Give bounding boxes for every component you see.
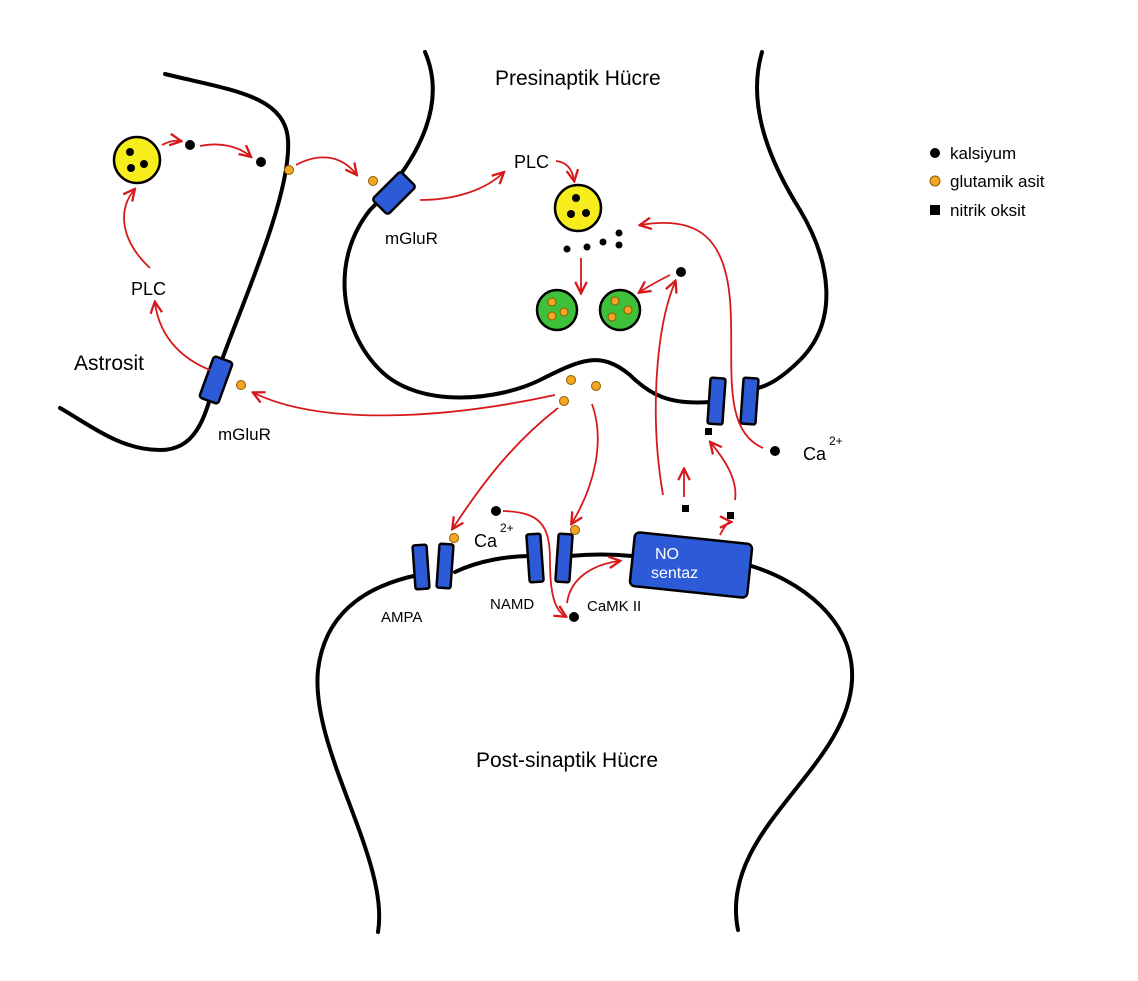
astrocyte-calcium-store <box>112 135 162 185</box>
astrocyte-label: Astrosit <box>74 352 144 375</box>
postsynaptic-cell-label: Post-sinaptik Hücre <box>476 749 658 772</box>
ampa-receptor <box>411 542 455 591</box>
ca-pre-superscript: 2+ <box>829 434 843 448</box>
glutamate-dot-icon <box>929 175 941 187</box>
no-synthase-box: NO sentaz <box>628 531 754 599</box>
legend-label-calcium: kalsiyum <box>950 144 1016 163</box>
mglur-receptor-astrocyte <box>198 355 234 405</box>
calcium-ions <box>185 140 780 622</box>
plc-astrocyte-label: PLC <box>131 279 166 299</box>
calcium-dot-icon <box>930 148 940 158</box>
astrocyte-membrane <box>58 72 291 452</box>
glutamate-molecules <box>236 165 601 543</box>
ca-post-superscript: 2+ <box>500 521 514 535</box>
legend: kalsiyum glutamik asit nitrik oksit <box>929 144 1045 220</box>
namd-receptor <box>525 532 574 584</box>
signal-arrows <box>124 141 764 616</box>
legend-label-nitric-oxide: nitrik oksit <box>950 201 1026 220</box>
nitric-oxide-square-icon <box>930 205 940 215</box>
glutamate-vesicle-right <box>598 288 642 332</box>
mglur-receptor-presynaptic <box>372 171 416 215</box>
presynaptic-calcium-channel <box>706 376 760 426</box>
ca-post-label: Ca <box>474 531 498 551</box>
no-synthase-label-line1: NO <box>655 546 679 563</box>
nitric-oxide-molecules <box>682 428 734 519</box>
legend-item-glutamate: glutamik asit <box>929 172 1045 191</box>
postsynaptic-membrane <box>315 552 855 934</box>
legend-item-nitric-oxide: nitrik oksit <box>930 201 1026 220</box>
ca-pre-label: Ca <box>803 444 827 464</box>
glutamate-vesicle-left <box>535 288 579 332</box>
camk-label: CaMK II <box>587 598 641 615</box>
presynaptic-calcium-store <box>553 183 603 233</box>
legend-item-calcium: kalsiyum <box>930 144 1016 163</box>
mglur-presynaptic-label: mGluR <box>385 229 438 248</box>
no-synthase-label-line2: sentaz <box>651 565 698 582</box>
mglur-astrocyte-label: mGluR <box>218 425 271 444</box>
plc-presynaptic-label: PLC <box>514 152 549 172</box>
ampa-label: AMPA <box>381 609 422 626</box>
namd-label: NAMD <box>490 596 534 613</box>
legend-label-glutamate: glutamik asit <box>950 172 1045 191</box>
presynaptic-cell-label: Presinaptik Hücre <box>495 67 661 90</box>
